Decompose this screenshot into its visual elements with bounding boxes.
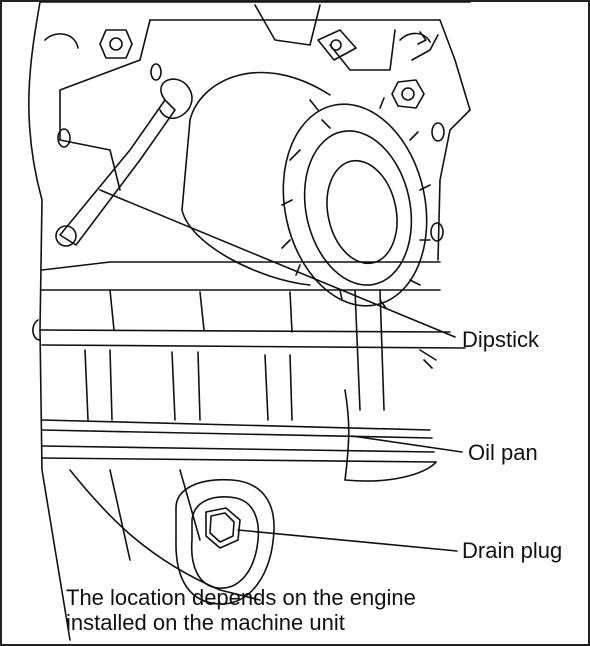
engine-rib-3: [59, 139, 121, 191]
pan-flange-1: [41, 419, 431, 431]
oil-pan-right: [344, 389, 437, 482]
bracket-hook: [32, 319, 41, 341]
crankcase-line-1: [41, 261, 441, 271]
arrow-glyph: [399, 31, 431, 45]
caption-line-1: The location depends on the engine: [66, 585, 416, 610]
pan-flange-2: [41, 429, 433, 439]
oil-pan-label: Oil pan: [468, 440, 538, 465]
bracket-top: [317, 29, 357, 61]
leader-dipstick: [99, 189, 456, 338]
rib-b: [171, 351, 201, 421]
engine-rib-8: [411, 34, 439, 61]
bolt-top-left: [99, 29, 133, 59]
dipstick-label: Dipstick: [462, 327, 540, 352]
engine-rib-1: [149, 19, 471, 111]
hole-4: [150, 63, 162, 81]
hole-2: [431, 122, 445, 142]
rib-a: [84, 349, 113, 421]
pan-lip: [419, 349, 437, 369]
engine-rib-7: [44, 33, 79, 49]
rib-c: [264, 354, 293, 421]
engine-rib-5: [254, 4, 321, 46]
pan-flange-4: [41, 457, 437, 463]
leader-drain-plug: [237, 529, 458, 552]
leader-oil-pan: [351, 435, 463, 453]
drain-plug-hex: [205, 507, 241, 549]
engine-rib-6: [329, 29, 396, 71]
engine-block-outline: [28, 1, 71, 641]
pan-flange-3: [41, 445, 435, 453]
rib-d: [354, 289, 385, 411]
hole-3: [430, 222, 444, 242]
oil-pan-body: [69, 469, 261, 601]
drain-plug-boss: [175, 478, 275, 605]
engine-rib-2: [59, 19, 151, 141]
dipstick-rod: [55, 78, 193, 247]
crankcase-line-3: [39, 329, 451, 333]
drain-plug-label: Drain plug: [462, 538, 563, 563]
oil-pan-fold: [109, 469, 201, 561]
hole-1: [57, 128, 71, 148]
caption-line-2: installed on the machine unit: [66, 610, 345, 635]
bolt-top-right: [391, 79, 425, 109]
rib-e: [109, 289, 293, 333]
crankcase-line-4: [41, 344, 466, 349]
engine-rib-4: [437, 109, 471, 261]
figure-caption: The location depends on the engine insta…: [66, 585, 416, 635]
oil-filter: [181, 71, 431, 309]
